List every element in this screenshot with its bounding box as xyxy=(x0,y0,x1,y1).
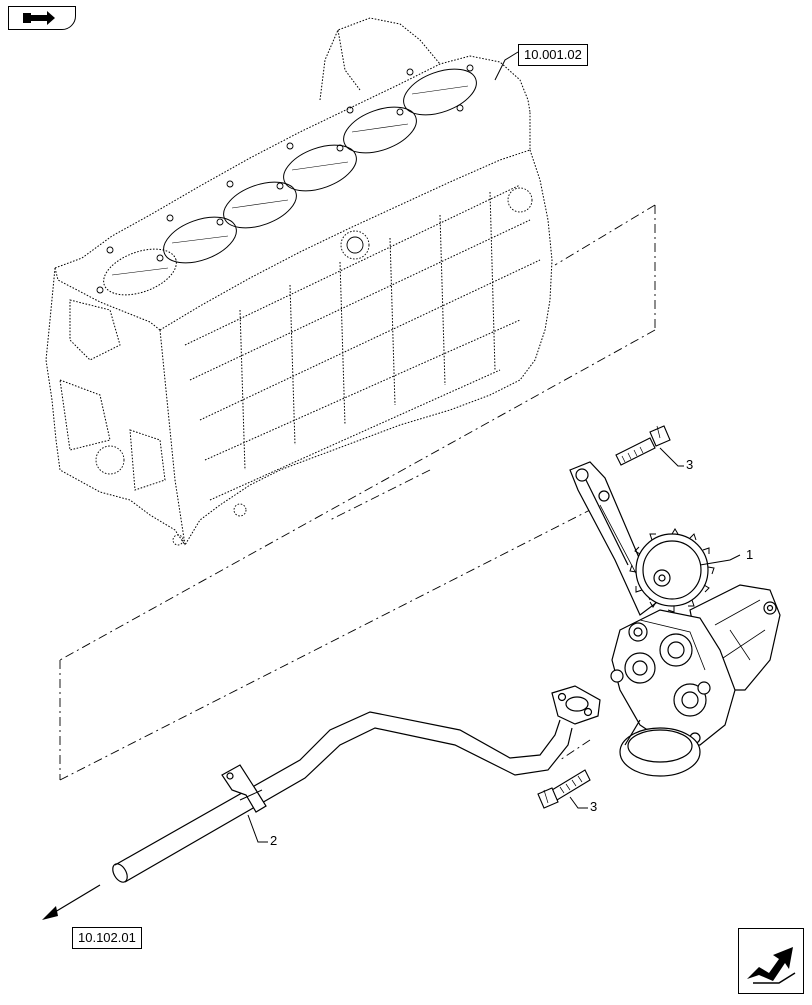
oil-pump-assembly xyxy=(569,461,781,777)
forward-navigation-button[interactable] xyxy=(738,928,804,994)
leader-part-3-lower xyxy=(569,796,588,809)
head-bolt-holes xyxy=(95,64,533,546)
callout-part-3-upper: 3 xyxy=(686,457,694,472)
bolt-lower xyxy=(537,769,591,809)
pump-gear xyxy=(629,528,715,613)
forward-navigation-icon xyxy=(747,947,796,984)
top-ref-leader xyxy=(494,51,519,81)
suction-pipe xyxy=(112,685,601,883)
assembly-boundary xyxy=(59,204,656,781)
leader-part-2 xyxy=(247,814,268,843)
back-navigation-icon xyxy=(23,11,55,25)
leader-part-3-upper xyxy=(659,447,684,467)
reference-top[interactable]: 10.001.02 xyxy=(518,44,588,66)
reference-bottom[interactable]: 10.102.01 xyxy=(72,927,142,949)
callout-part-1: 1 xyxy=(746,547,754,562)
callout-part-2: 2 xyxy=(270,833,278,848)
leader-lines xyxy=(247,447,741,843)
engine-block xyxy=(45,17,553,546)
back-navigation-button[interactable] xyxy=(8,6,76,30)
callout-part-3-lower: 3 xyxy=(590,799,598,814)
leader-part-1 xyxy=(699,554,741,566)
bolt-upper xyxy=(615,425,671,466)
direction-arrow xyxy=(42,884,101,920)
cylinder-bores xyxy=(103,68,477,296)
